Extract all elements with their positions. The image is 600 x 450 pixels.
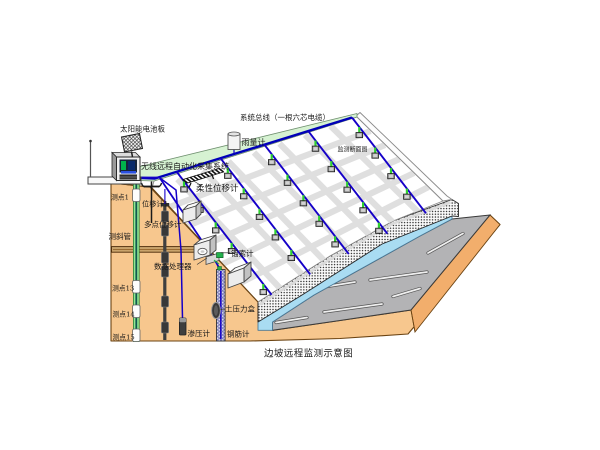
data-processor-unit <box>205 252 224 266</box>
incl-label: 测斜管 <box>109 231 132 241</box>
sensor-node <box>315 215 323 227</box>
rain-gauge <box>227 131 241 154</box>
panel-pole <box>130 151 134 158</box>
earth-pressure-cell <box>211 302 221 319</box>
sensor-node <box>271 229 280 241</box>
bus-label: 系统总线（一根六芯电缆） <box>240 112 330 122</box>
slope-grid-beams <box>168 123 430 292</box>
sensor-node <box>259 284 267 296</box>
tube-measure-collar <box>132 280 141 294</box>
sensor-node <box>311 140 320 152</box>
dataproc-label: 数据处理器 <box>154 261 192 271</box>
section-label: 监测断面图 <box>338 146 368 154</box>
surface-displacement-meter <box>140 181 163 223</box>
sensor-node <box>331 236 339 248</box>
point14-label: 测点14 <box>113 311 135 319</box>
sensor-node <box>227 242 236 254</box>
sensor-node <box>327 161 335 173</box>
sensor-node <box>224 167 232 179</box>
sensor-node <box>255 208 264 220</box>
multipoint-displacement-rod <box>160 189 170 340</box>
rebar-label: 钢筋计 <box>227 329 250 339</box>
sensor-node <box>403 188 411 200</box>
lane-markings <box>274 231 465 325</box>
point15-label: 测点15 <box>113 334 135 342</box>
rain-label: 雨量计 <box>242 137 266 147</box>
tube-measure-collar <box>132 328 141 342</box>
solar-panel <box>120 132 144 153</box>
disp1-label: 位移计1 <box>142 200 168 209</box>
pcell-label: 土压力盒 <box>225 304 255 314</box>
sensor-node <box>371 147 379 159</box>
slope-end-cap <box>355 112 453 202</box>
sensor-node <box>239 188 248 200</box>
roadbed-corner-line <box>410 309 416 333</box>
tube-measure-collar <box>132 304 141 318</box>
sensor-node <box>180 181 188 193</box>
sensor-node <box>387 168 395 180</box>
sensor-node <box>267 154 276 166</box>
cabinet-blue-bar <box>121 171 136 174</box>
tube-measure-collar <box>132 188 141 202</box>
sensor-nodes <box>180 127 411 296</box>
seepage-cable <box>159 177 184 319</box>
seepage-label: 渗压计 <box>188 328 211 338</box>
cabinet-green-module <box>121 161 126 170</box>
sensor-node <box>287 249 295 261</box>
solar-label: 太阳能电池板 <box>120 124 165 134</box>
anchor-meter-box <box>193 234 217 261</box>
point13-label: 测点13 <box>112 285 134 293</box>
monitoring-station <box>87 132 144 185</box>
sensor-node <box>283 174 292 186</box>
cabinet-side <box>111 151 117 182</box>
point1-label: 测点1 <box>111 194 129 202</box>
pile-top-connector <box>217 266 222 271</box>
cabinet-louver <box>119 174 137 180</box>
sensor-node <box>299 195 308 207</box>
station-label: 无线远程自动化采集系统 <box>141 161 229 171</box>
sensor-node <box>375 222 383 234</box>
leader-lines <box>192 180 230 310</box>
sensor-node <box>359 202 367 214</box>
sensor-node <box>211 222 220 234</box>
crack-label: 柔性位移计 <box>196 183 239 194</box>
sensor-node <box>343 181 351 193</box>
wall-top-face <box>258 201 451 306</box>
junction-box-lower <box>227 261 252 289</box>
junction-box-upper <box>182 200 202 224</box>
cabinet-blue-module <box>128 161 135 170</box>
sensor-node <box>355 127 363 139</box>
seepage-meter <box>178 317 187 336</box>
anchor-label: 锚索计 <box>231 248 254 258</box>
crack-displacement-meter <box>182 167 225 188</box>
caption: 边坡远程监测示意图 <box>264 348 353 360</box>
multi-label: 多点位移计 <box>144 219 182 229</box>
